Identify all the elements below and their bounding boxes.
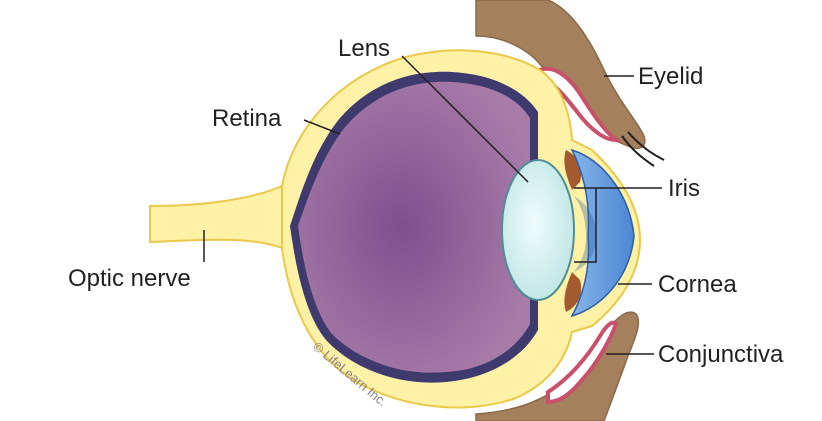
lens (502, 160, 574, 300)
label-conjunctiva: Conjunctiva (658, 341, 784, 368)
label-cornea: Cornea (658, 271, 737, 298)
label-eyelid: Eyelid (638, 63, 703, 90)
label-iris: Iris (668, 175, 700, 202)
label-optic-nerve: Optic nerve (68, 265, 191, 292)
label-lens: Lens (338, 35, 390, 62)
label-retina: Retina (212, 105, 282, 132)
